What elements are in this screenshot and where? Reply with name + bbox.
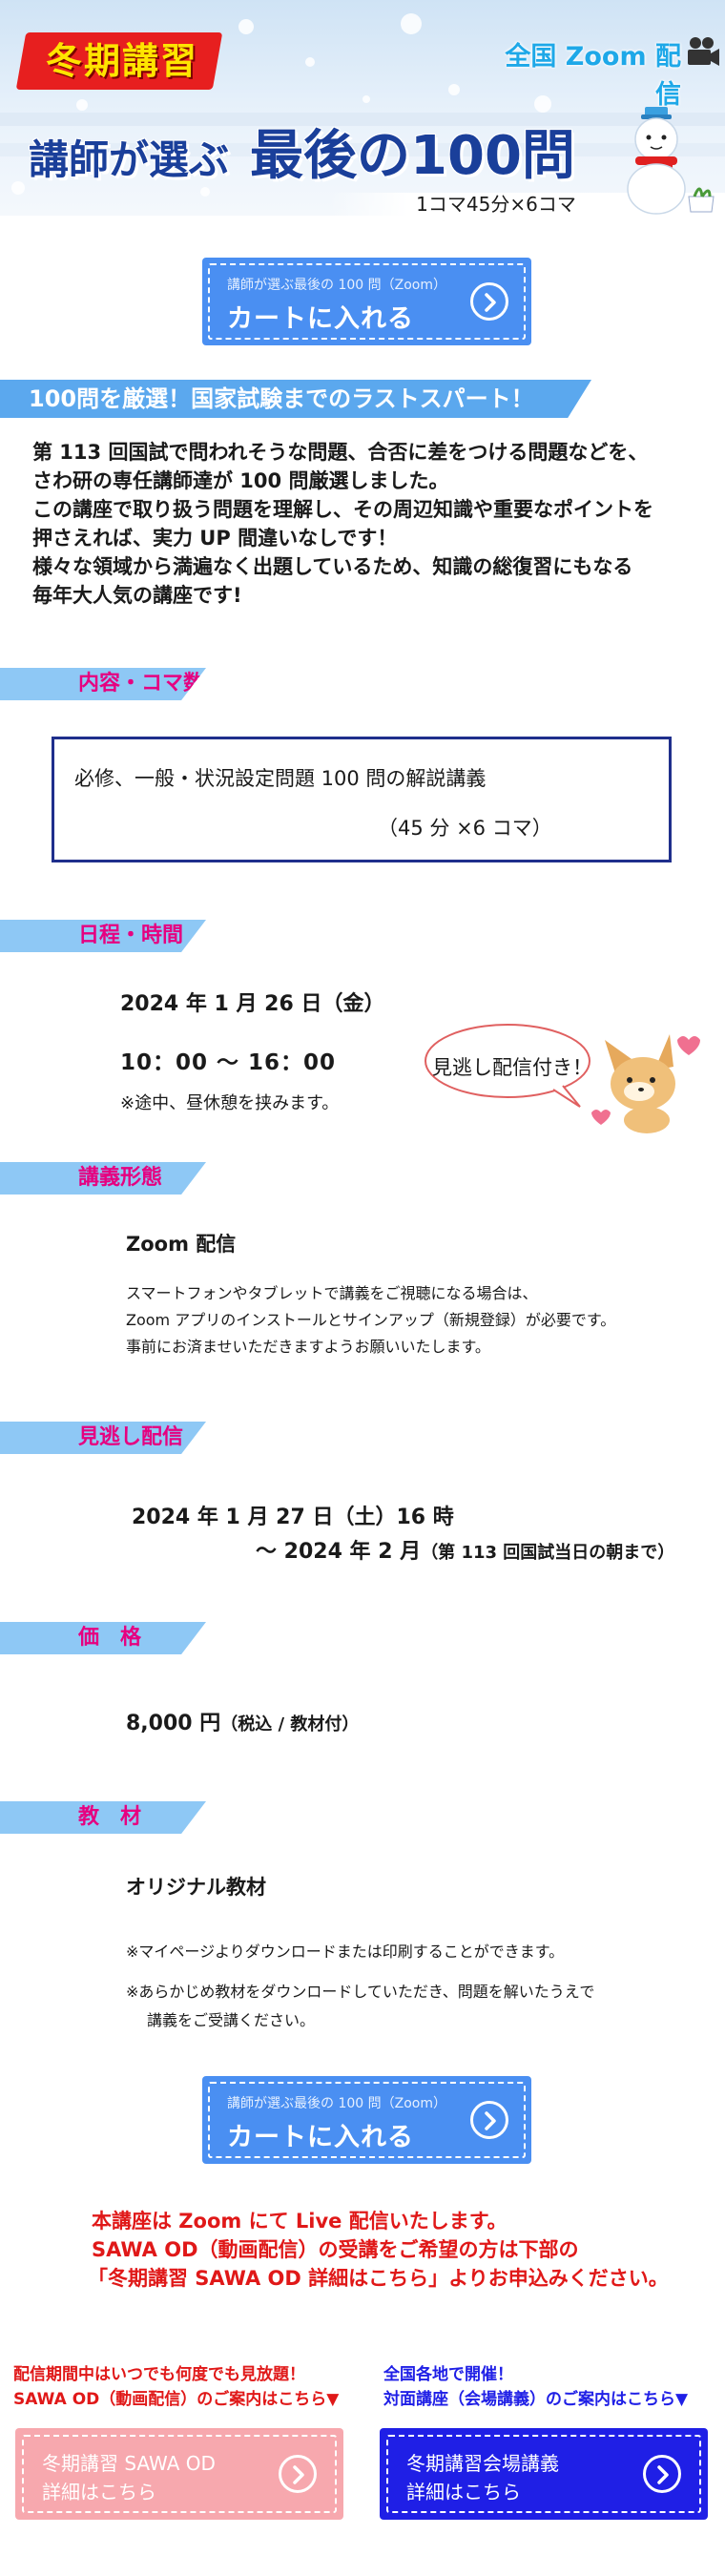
od-button-line: 詳細はこちら <box>42 2481 156 2503</box>
snowflake <box>448 84 460 95</box>
schedule-date: 2024 年 1 月 26 日（金） <box>120 992 385 1016</box>
content-heading-bar: 内容・コマ数 <box>0 668 206 700</box>
material-note: 講義をご受講ください。 <box>147 2011 316 2029</box>
cart-button-caption: 講師が選ぶ最後の 100 問（Zoom） <box>227 2096 446 2111</box>
hero-banner: 冬期講習 全国 Zoom 配信 講師が選ぶ 最後の100問 1コマ45分×6コマ <box>0 0 725 216</box>
zoom-tag: 全国 Zoom 配信 <box>505 42 681 110</box>
schedule-heading: 日程・時間 <box>78 924 184 947</box>
content-line: 必修、一般・状況設定問題 100 問の解説講義 <box>74 767 487 790</box>
price-heading-bar: 価 格 <box>0 1622 206 1654</box>
format-heading-bar: 講義形態 <box>0 1162 206 1195</box>
notice-line: 本講座は Zoom にて Live 配信いたします。 <box>92 2210 508 2233</box>
material-heading-bar: 教 材 <box>0 1801 206 1834</box>
price-amount: 8,000 円 <box>126 1712 221 1735</box>
bubble-text: 見逃し配信付き！ <box>432 1056 592 1079</box>
snowflake <box>11 181 25 195</box>
material-note: ※マイページよりダウンロードまたは印刷することができます。 <box>126 1942 565 1961</box>
snowflake <box>76 99 88 111</box>
replay-start: 2024 年 1 月 27 日（土）16 時 <box>132 1506 454 1529</box>
snowflake <box>200 187 210 197</box>
content-line: （45 分 ×6 コマ） <box>378 817 552 840</box>
button-dashed-border <box>208 2082 526 2158</box>
schedule-note: ※途中、昼休憩を挟みます。 <box>120 1093 340 1113</box>
button-dashed-border <box>208 263 526 340</box>
notice-line: 「冬期講習 SAWA OD 詳細はこちら」よりお申込みください。 <box>88 2267 669 2290</box>
cart-button-caption: 講師が選ぶ最後の 100 問（Zoom） <box>227 278 446 293</box>
venue-details-button[interactable]: 冬期講習会場講義 詳細はこちら <box>380 2428 708 2520</box>
chevron-right-icon <box>279 2455 317 2493</box>
headline-text: 100問を厳選！国家試験までのラストスパート！ <box>29 385 534 412</box>
intro-line: この講座で取り扱う問題を理解し、その周辺知識や重要なポイントを <box>32 498 653 521</box>
replay-end-note: （第 113 回国試当日の朝まで） <box>421 1543 675 1563</box>
schedule-heading-bar: 日程・時間 <box>0 920 206 952</box>
od-lead: SAWA OD（動画配信）のご案内はこちら▼ <box>13 2390 340 2409</box>
koma-label: 1コマ45分×6コマ <box>416 193 576 216</box>
price-heading: 価 格 <box>78 1626 142 1650</box>
speech-bubble <box>425 1024 590 1108</box>
add-to-cart-button[interactable]: 講師が選ぶ最後の 100 問（Zoom） カートに入れる <box>202 258 531 345</box>
notice-line: SAWA OD（動画配信）の受講をご希望の方は下部の <box>92 2238 579 2261</box>
od-lead: 配信期間中はいつでも何度でも見放題！ <box>13 2365 305 2384</box>
banner-title-main: 最後の100問 <box>250 125 575 187</box>
venue-lead: 全国各地で開催！ <box>383 2365 513 2384</box>
banner-stripe <box>0 113 725 126</box>
schedule-time: 10：00 ～ 16：00 <box>120 1050 337 1075</box>
venue-lead: 対面講座（会場講義）のご案内はこちら▼ <box>383 2390 689 2409</box>
headline-bar: 100問を厳選！国家試験までのラストスパート！ <box>0 380 591 418</box>
intro-line: 様々な領域から満遍なく出題しているため、知識の総復習にもなる <box>32 555 633 578</box>
banner-title-sub: 講師が選ぶ <box>29 136 230 183</box>
format-line: スマートフォンやタブレットで講義をご視聴になる場合は、 <box>126 1284 538 1302</box>
sawa-od-details-button[interactable]: 冬期講習 SAWA OD 詳細はこちら <box>15 2428 343 2520</box>
chevron-right-icon <box>470 282 508 321</box>
banner-stripe <box>0 143 725 156</box>
video-camera-icon <box>688 37 719 66</box>
cart-button-label: カートに入れる <box>227 304 414 334</box>
snowflake <box>534 95 551 113</box>
snowflake <box>401 13 422 34</box>
intro-line: 毎年大人気の講座です! <box>32 584 242 607</box>
replay-heading-bar: 見逃し配信 <box>0 1422 206 1454</box>
intro-line: 第 113 回国試で問われそうな問題、合否に差をつける問題などを、 <box>32 441 649 464</box>
price-note: （税込 / 教材付） <box>220 1714 360 1735</box>
material-title: オリジナル教材 <box>126 1876 266 1899</box>
replay-heading: 見逃し配信 <box>78 1425 184 1449</box>
format-line: 事前にお済ませいただきますようお願いいたします。 <box>126 1338 490 1356</box>
snowflake <box>305 57 315 67</box>
button-dashed-border <box>386 2435 701 2513</box>
replay-end: ～ 2024 年 2 月（第 113 回国試当日の朝まで） <box>256 1534 674 1565</box>
chevron-right-icon <box>643 2455 681 2493</box>
format-line: Zoom アプリのインストールとサインアップ（新規登録）が必要です。 <box>126 1311 616 1329</box>
add-to-cart-button[interactable]: 講師が選ぶ最後の 100 問（Zoom） カートに入れる <box>202 2076 531 2164</box>
button-dashed-border <box>22 2435 337 2513</box>
venue-button-text: 冬期講習会場講義 詳細はこちら <box>406 2449 559 2506</box>
season-label: 冬期講習 <box>45 40 198 82</box>
content-box <box>52 737 672 862</box>
snowflake <box>238 19 254 34</box>
chevron-right-icon <box>470 2101 508 2139</box>
material-heading: 教 材 <box>78 1805 142 1829</box>
od-button-text: 冬期講習 SAWA OD 詳細はこちら <box>42 2449 216 2506</box>
intro-line: さわ研の専任講師達が 100 問厳選しました。 <box>32 469 449 492</box>
snowflake <box>362 95 370 103</box>
venue-button-line: 冬期講習会場講義 <box>406 2452 559 2475</box>
price-line: 8,000 円（税込 / 教材付） <box>126 1706 359 1736</box>
replay-end-date: ～ 2024 年 2 月 <box>256 1540 422 1564</box>
cart-button-label: カートに入れる <box>227 2123 414 2152</box>
venue-button-line: 詳細はこちら <box>406 2481 521 2503</box>
intro-line: 押さえれば、実力 UP 間違いなしです！ <box>32 527 398 550</box>
dog-mascot-icon <box>591 1034 700 1133</box>
material-note: ※あらかじめ教材をダウンロードしていただき、問題を解いたうえで <box>126 1983 595 2001</box>
banner-title: 講師が選ぶ 最後の100問 <box>29 113 575 187</box>
format-title: Zoom 配信 <box>126 1233 237 1256</box>
snowman-icon <box>627 107 715 215</box>
content-heading: 内容・コマ数 <box>78 672 205 696</box>
od-button-line: 冬期講習 SAWA OD <box>42 2452 216 2475</box>
format-heading: 講義形態 <box>78 1166 163 1190</box>
